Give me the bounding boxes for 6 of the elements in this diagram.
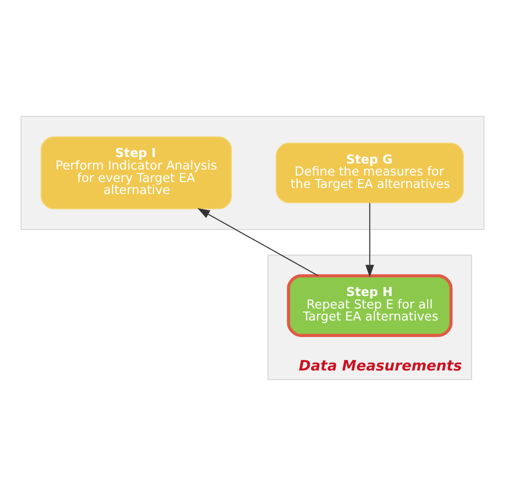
node-box: Step G Define the measures for the Target EA alternatives <box>276 142 464 203</box>
arrow <box>365 202 374 277</box>
node-box: Step I Perform Indicator Analysis for every Target EA alternative <box>40 136 232 209</box>
cluster <box>20 115 484 230</box>
node-box: Step H Repeat Step E for all Target EA alternatives <box>286 274 453 336</box>
arrow <box>197 208 318 276</box>
